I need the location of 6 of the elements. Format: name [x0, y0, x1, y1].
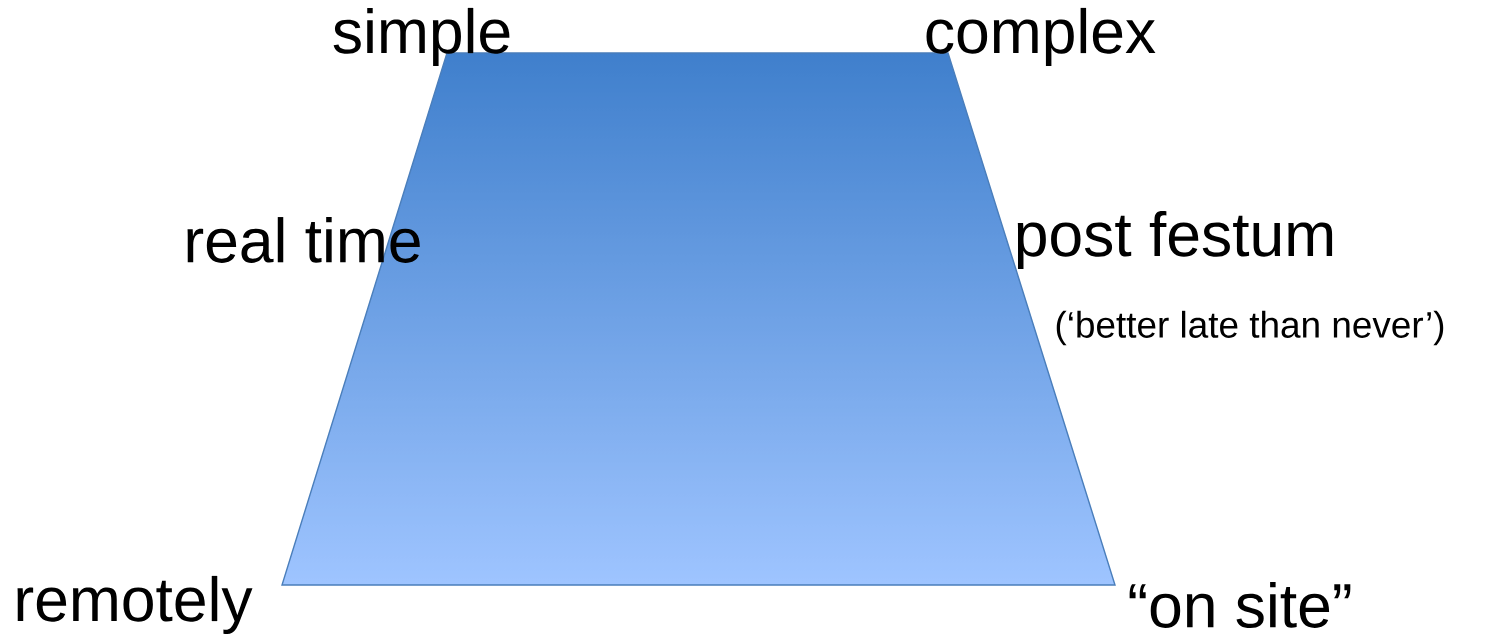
label: post festum: [1017, 210, 1333, 270]
label: (‘better late than never’): [1056, 310, 1444, 346]
label: simple: [333, 7, 510, 67]
label: remotely: [17, 575, 253, 635]
label: “on site”: [1129, 582, 1351, 628]
label: complex: [926, 7, 1156, 67]
